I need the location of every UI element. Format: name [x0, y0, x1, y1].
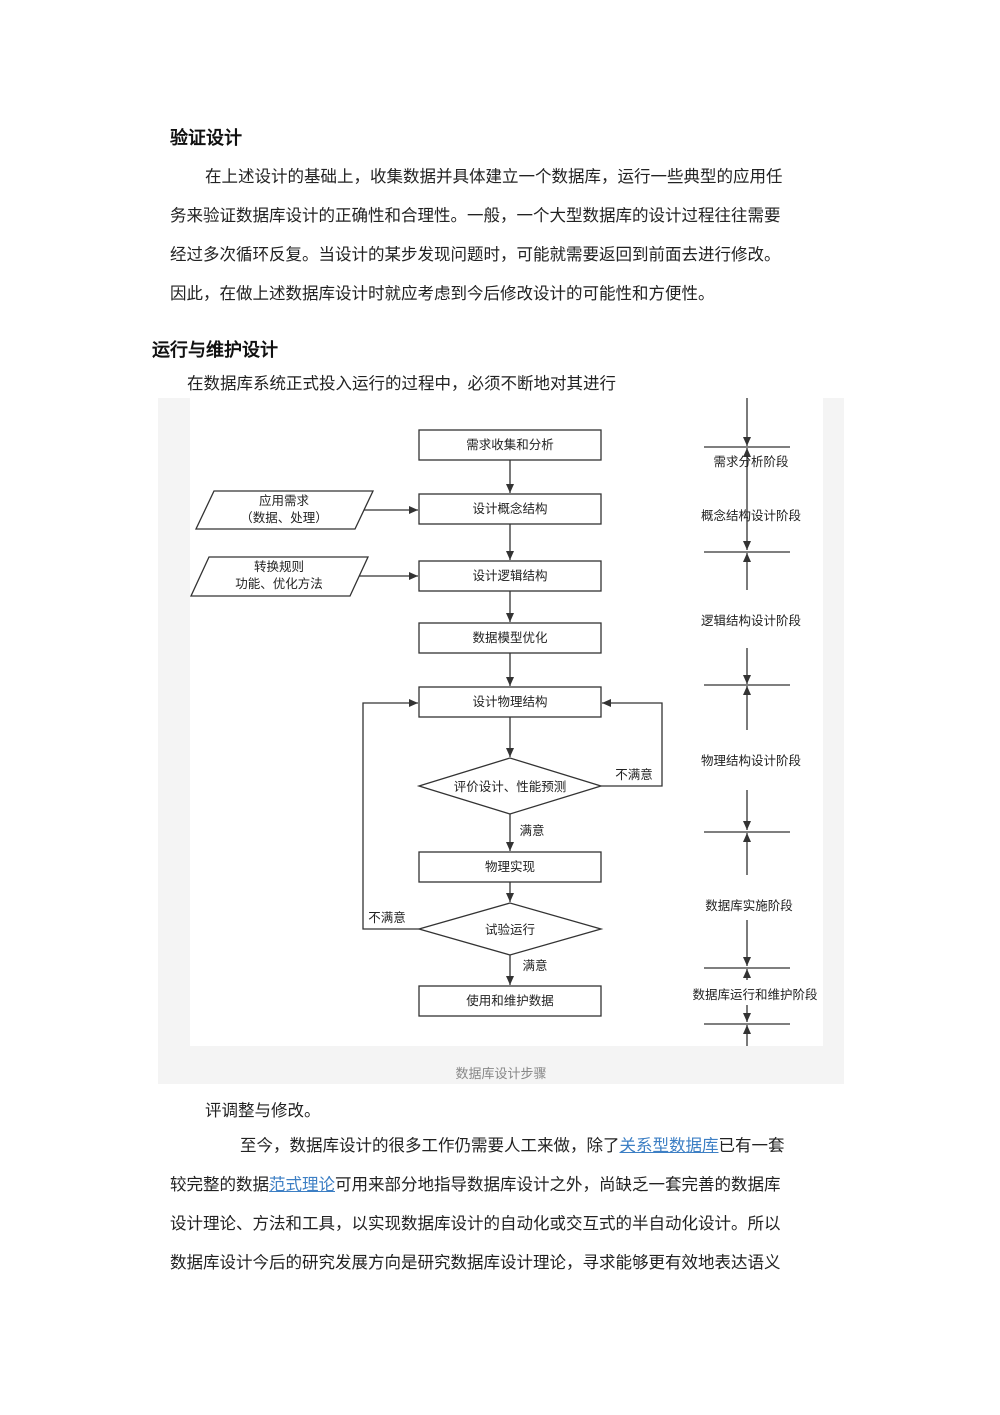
input-conversion-rules: [189, 556, 370, 597]
step-conceptual-text: 设计概念结构: [472, 501, 547, 516]
database-design-flowchart: 需求收集和分析 设计概念结构 设计逻辑结构 数据模型优化 设计物理结构 评价设计…: [189, 398, 818, 1046]
link-normal-form-theory[interactable]: 范式理论: [269, 1175, 335, 1194]
step-physical-text: 设计物理结构: [472, 694, 547, 709]
future-line-2: 较完整的数据范式理论可用来部分地指导数据库设计之外，尚缺乏一套完善的数据库: [170, 1171, 781, 1195]
step-requirements-text: 需求收集和分析: [466, 437, 554, 452]
phase-operation: 数据库运行和维护阶段: [692, 987, 817, 1002]
section-heading-verify: 验证设计: [170, 128, 242, 149]
input-app-requirements: [194, 490, 375, 530]
verify-line-2: 务来验证数据库设计的正确性和合理性。一般，一个大型数据库的设计过程往往需要: [170, 206, 781, 225]
verify-line-1: 在上述设计的基础上，收集数据并具体建立一个数据库，运行一些典型的应用任: [205, 167, 783, 186]
future-line-1-b: 已有一套: [718, 1136, 785, 1155]
link-relational-database[interactable]: 关系型数据库: [619, 1136, 719, 1155]
verify-line-3: 经过多次循环反复。当设计的某步发现问题时，可能就需要返回到前面去进行修改。: [170, 245, 781, 264]
label-satisfied-2: 满意: [522, 958, 547, 973]
phase-requirements: 需求分析阶段: [713, 454, 788, 469]
step-box-physical: [418, 686, 602, 718]
figure-caption: 数据库设计步骤: [455, 1067, 547, 1082]
future-line-1: 至今，数据库设计的很多工作仍需要人工来做，除了关系型数据库已有一套: [240, 1132, 785, 1156]
phase-logical: 逻辑结构设计阶段: [701, 613, 801, 628]
label-unsatisfied-right: 不满意: [615, 767, 653, 782]
step-box-use-maintain: [418, 985, 602, 1017]
section-heading-maintenance: 运行与维护设计: [152, 340, 278, 361]
step-optimize-text: 数据模型优化: [472, 630, 548, 645]
future-line-1-a: 至今，数据库设计的很多工作仍需要人工来做，除了: [240, 1136, 620, 1155]
decision-evaluate-text: 评价设计、性能预测: [454, 779, 567, 794]
decision-trial-run: [416, 902, 604, 956]
phase-conceptual: 概念结构设计阶段: [701, 508, 801, 523]
future-line-2-a: 较完整的数据: [170, 1175, 269, 1194]
phase-physical: 物理结构设计阶段: [701, 753, 801, 768]
label-unsatisfied-left: 不满意: [368, 910, 406, 925]
input-app-line1: 应用需求: [259, 493, 310, 508]
future-line-4: 数据库设计今后的研究发展方向是研究数据库设计理论，寻求能够更有效地表达语义: [170, 1253, 781, 1272]
phase-implementation: 数据库实施阶段: [705, 898, 793, 913]
maintenance-continuation: 评调整与修改。: [205, 1101, 321, 1120]
maintenance-intro: 在数据库系统正式投入运行的过程中，必须不断地对其进行: [187, 374, 616, 393]
step-logical-text: 设计逻辑结构: [472, 568, 547, 583]
future-line-3: 设计理论、方法和工具，以实现数据库设计的自动化或交互式的半自动化设计。所以: [170, 1214, 781, 1233]
future-line-2-b: 可用来部分地指导数据库设计之外，尚缺乏一套完善的数据库: [335, 1175, 781, 1194]
input-rules-line2: 功能、优化方法: [235, 576, 323, 591]
step-box-implement: [418, 851, 602, 883]
step-use-maintain-text: 使用和维护数据: [466, 993, 554, 1008]
label-satisfied-1: 满意: [519, 823, 544, 838]
decision-trial-text: 试验运行: [485, 922, 535, 937]
step-implement-text: 物理实现: [485, 859, 535, 874]
input-app-line2: （数据、处理）: [240, 510, 328, 525]
verify-line-4: 因此，在做上述数据库设计时就应考虑到今后修改设计的可能性和方便性。: [170, 284, 715, 303]
input-rules-line1: 转换规则: [254, 559, 304, 574]
